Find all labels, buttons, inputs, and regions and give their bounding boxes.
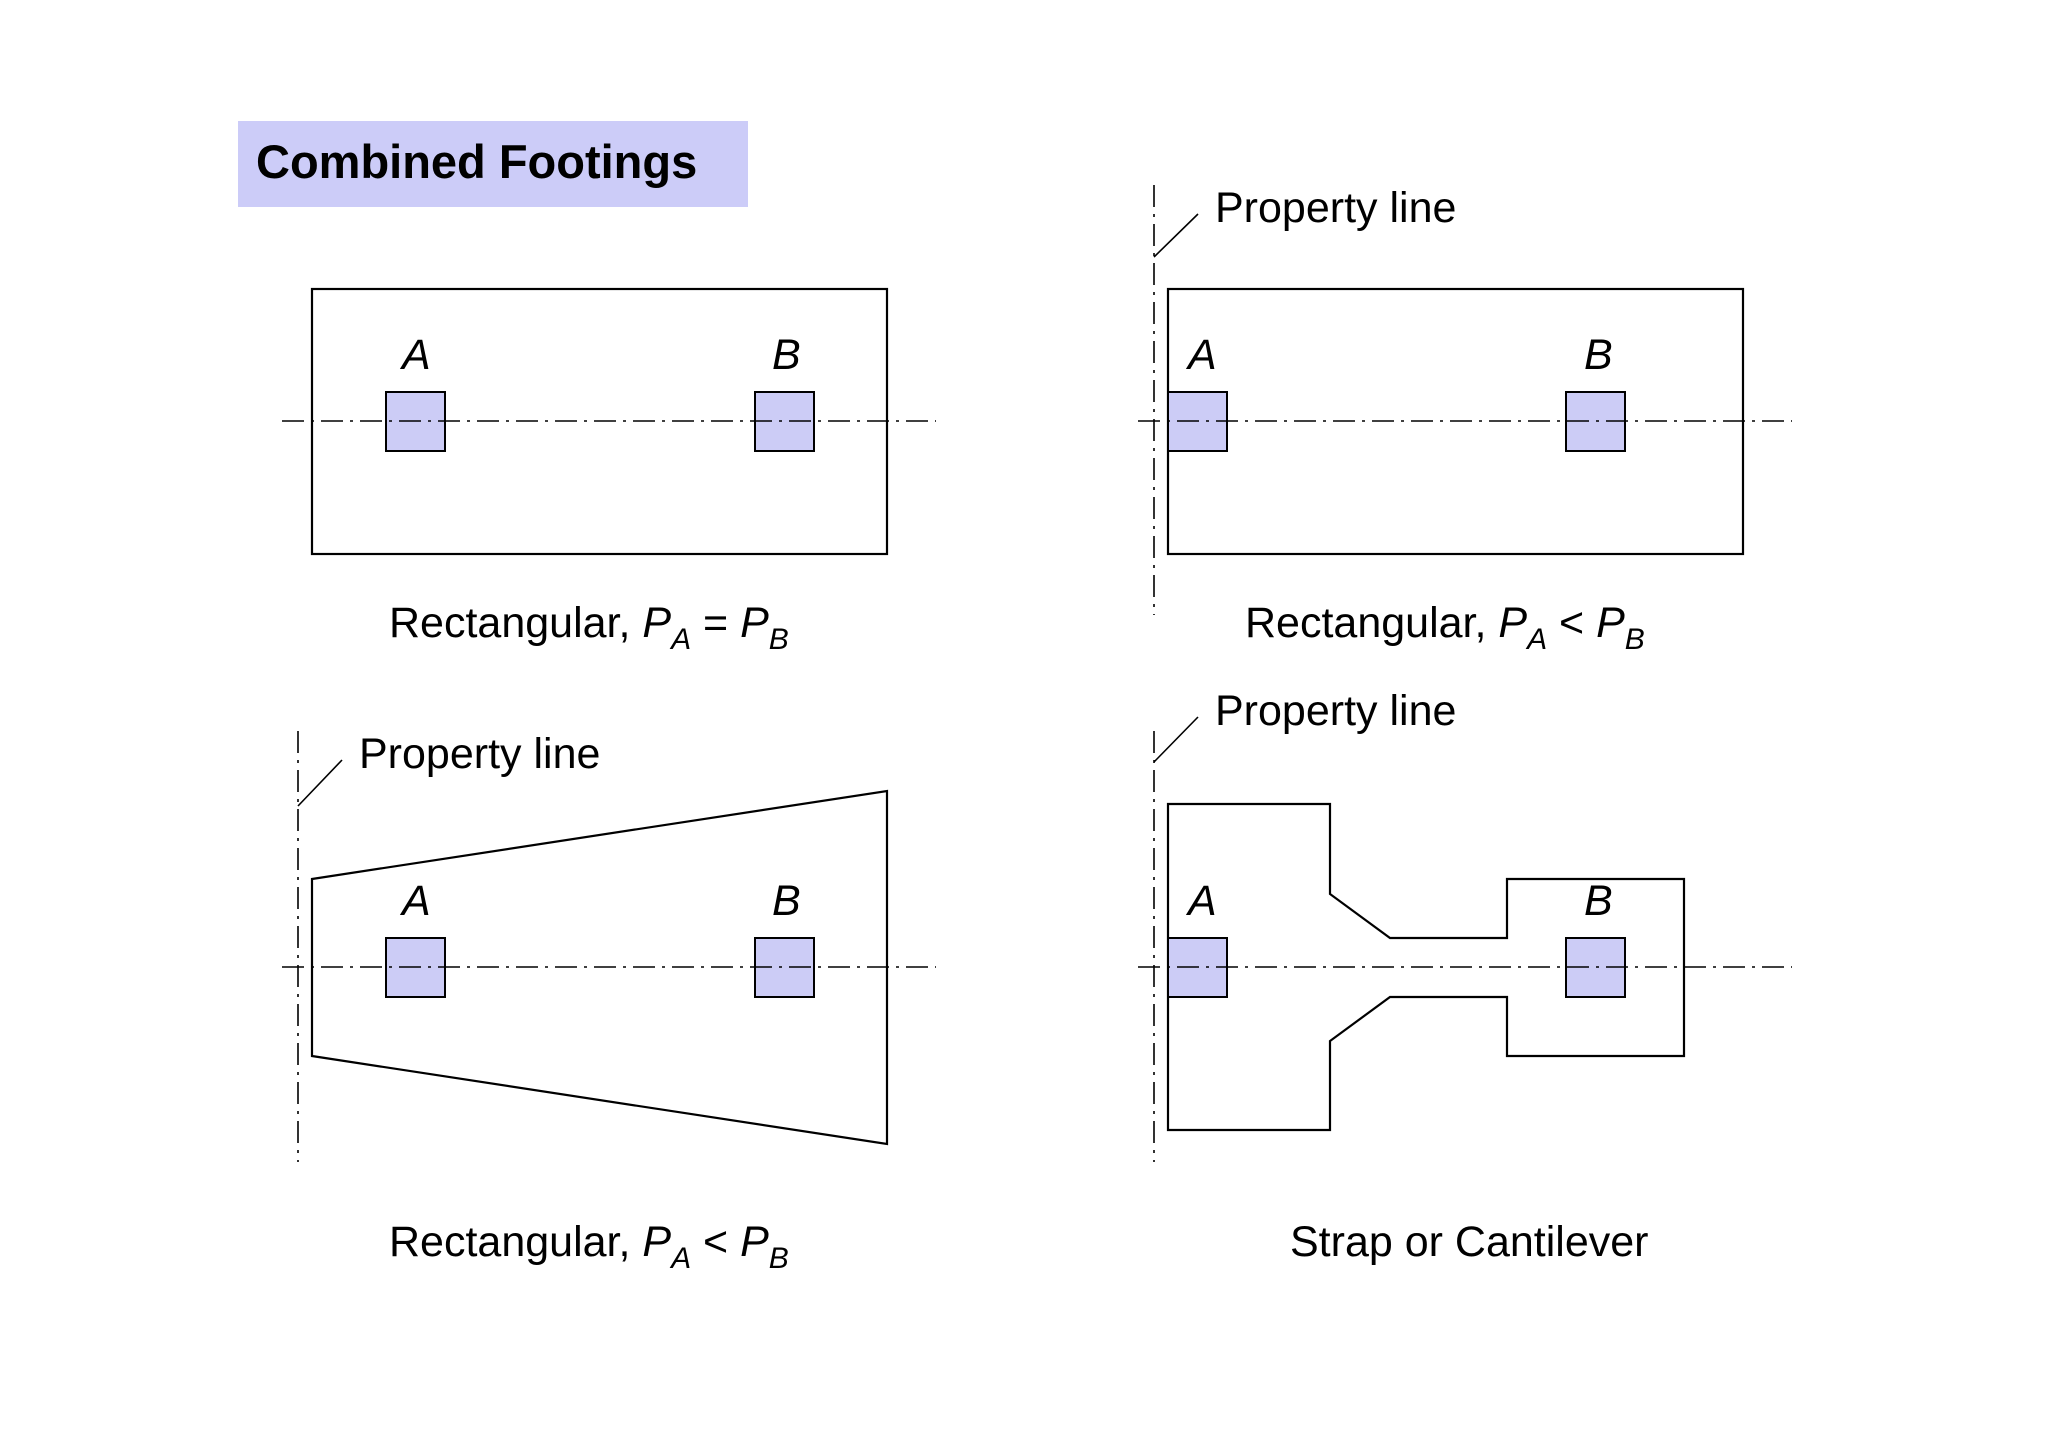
caption-text: Rectangular, [1245,599,1498,647]
caption-relation: < [691,1218,740,1266]
caption-relation: = [691,599,740,647]
caption-sub-a: A [669,623,691,656]
caption-p: P [642,599,671,647]
caption: Rectangular, PA < PB [389,1218,789,1275]
caption-p: P [740,1218,769,1266]
caption-sub-b: B [769,1242,789,1275]
caption: Strap or Cantilever [1290,1218,1649,1266]
caption-text: Rectangular, [389,1218,642,1266]
caption-p: P [1498,599,1527,647]
column-b-label: B [772,331,801,379]
panel-strap-cantilever: Property line A B Strap or Cantilever [1138,687,1792,1266]
column-a-label: A [399,331,431,379]
title-background [238,121,748,207]
caption: Rectangular, PA < PB [1245,599,1645,656]
caption-p: P [740,599,769,647]
caption-relation: < [1547,599,1596,647]
caption-sub-a: A [1525,623,1547,656]
column-b-label: B [1584,877,1613,925]
caption-sub-b: B [1625,623,1645,656]
page-title: Combined Footings [256,135,697,188]
property-line-leader [297,759,343,807]
panel-rectangular-less: Property line A B Rectangular, PA < PB [1138,184,1792,656]
column-a-label: A [1185,877,1217,925]
footing-outline [310,789,889,1146]
column-a-label: A [1185,331,1217,379]
property-line-label: Property line [1215,687,1456,735]
caption-sub-a: A [669,1242,691,1275]
caption: Rectangular, PA = PB [389,599,789,656]
caption-p: P [642,1218,671,1266]
property-line-leader [1153,213,1199,258]
column-b-label: B [1584,331,1613,379]
panel-rectangular-equal: A B Rectangular, PA = PB [282,287,936,656]
column-a-label: A [399,877,431,925]
caption-sub-b: B [769,623,789,656]
caption-text: Rectangular, [389,599,642,647]
footing-outline [1166,802,1686,1132]
property-line-leader [1153,716,1199,763]
column-b-label: B [772,877,801,925]
panel-trapezoidal: Property line A B Rectangular, PA < PB [282,730,936,1275]
property-line-label: Property line [359,730,600,778]
caption-p: P [1596,599,1625,647]
property-line-label: Property line [1215,184,1456,232]
